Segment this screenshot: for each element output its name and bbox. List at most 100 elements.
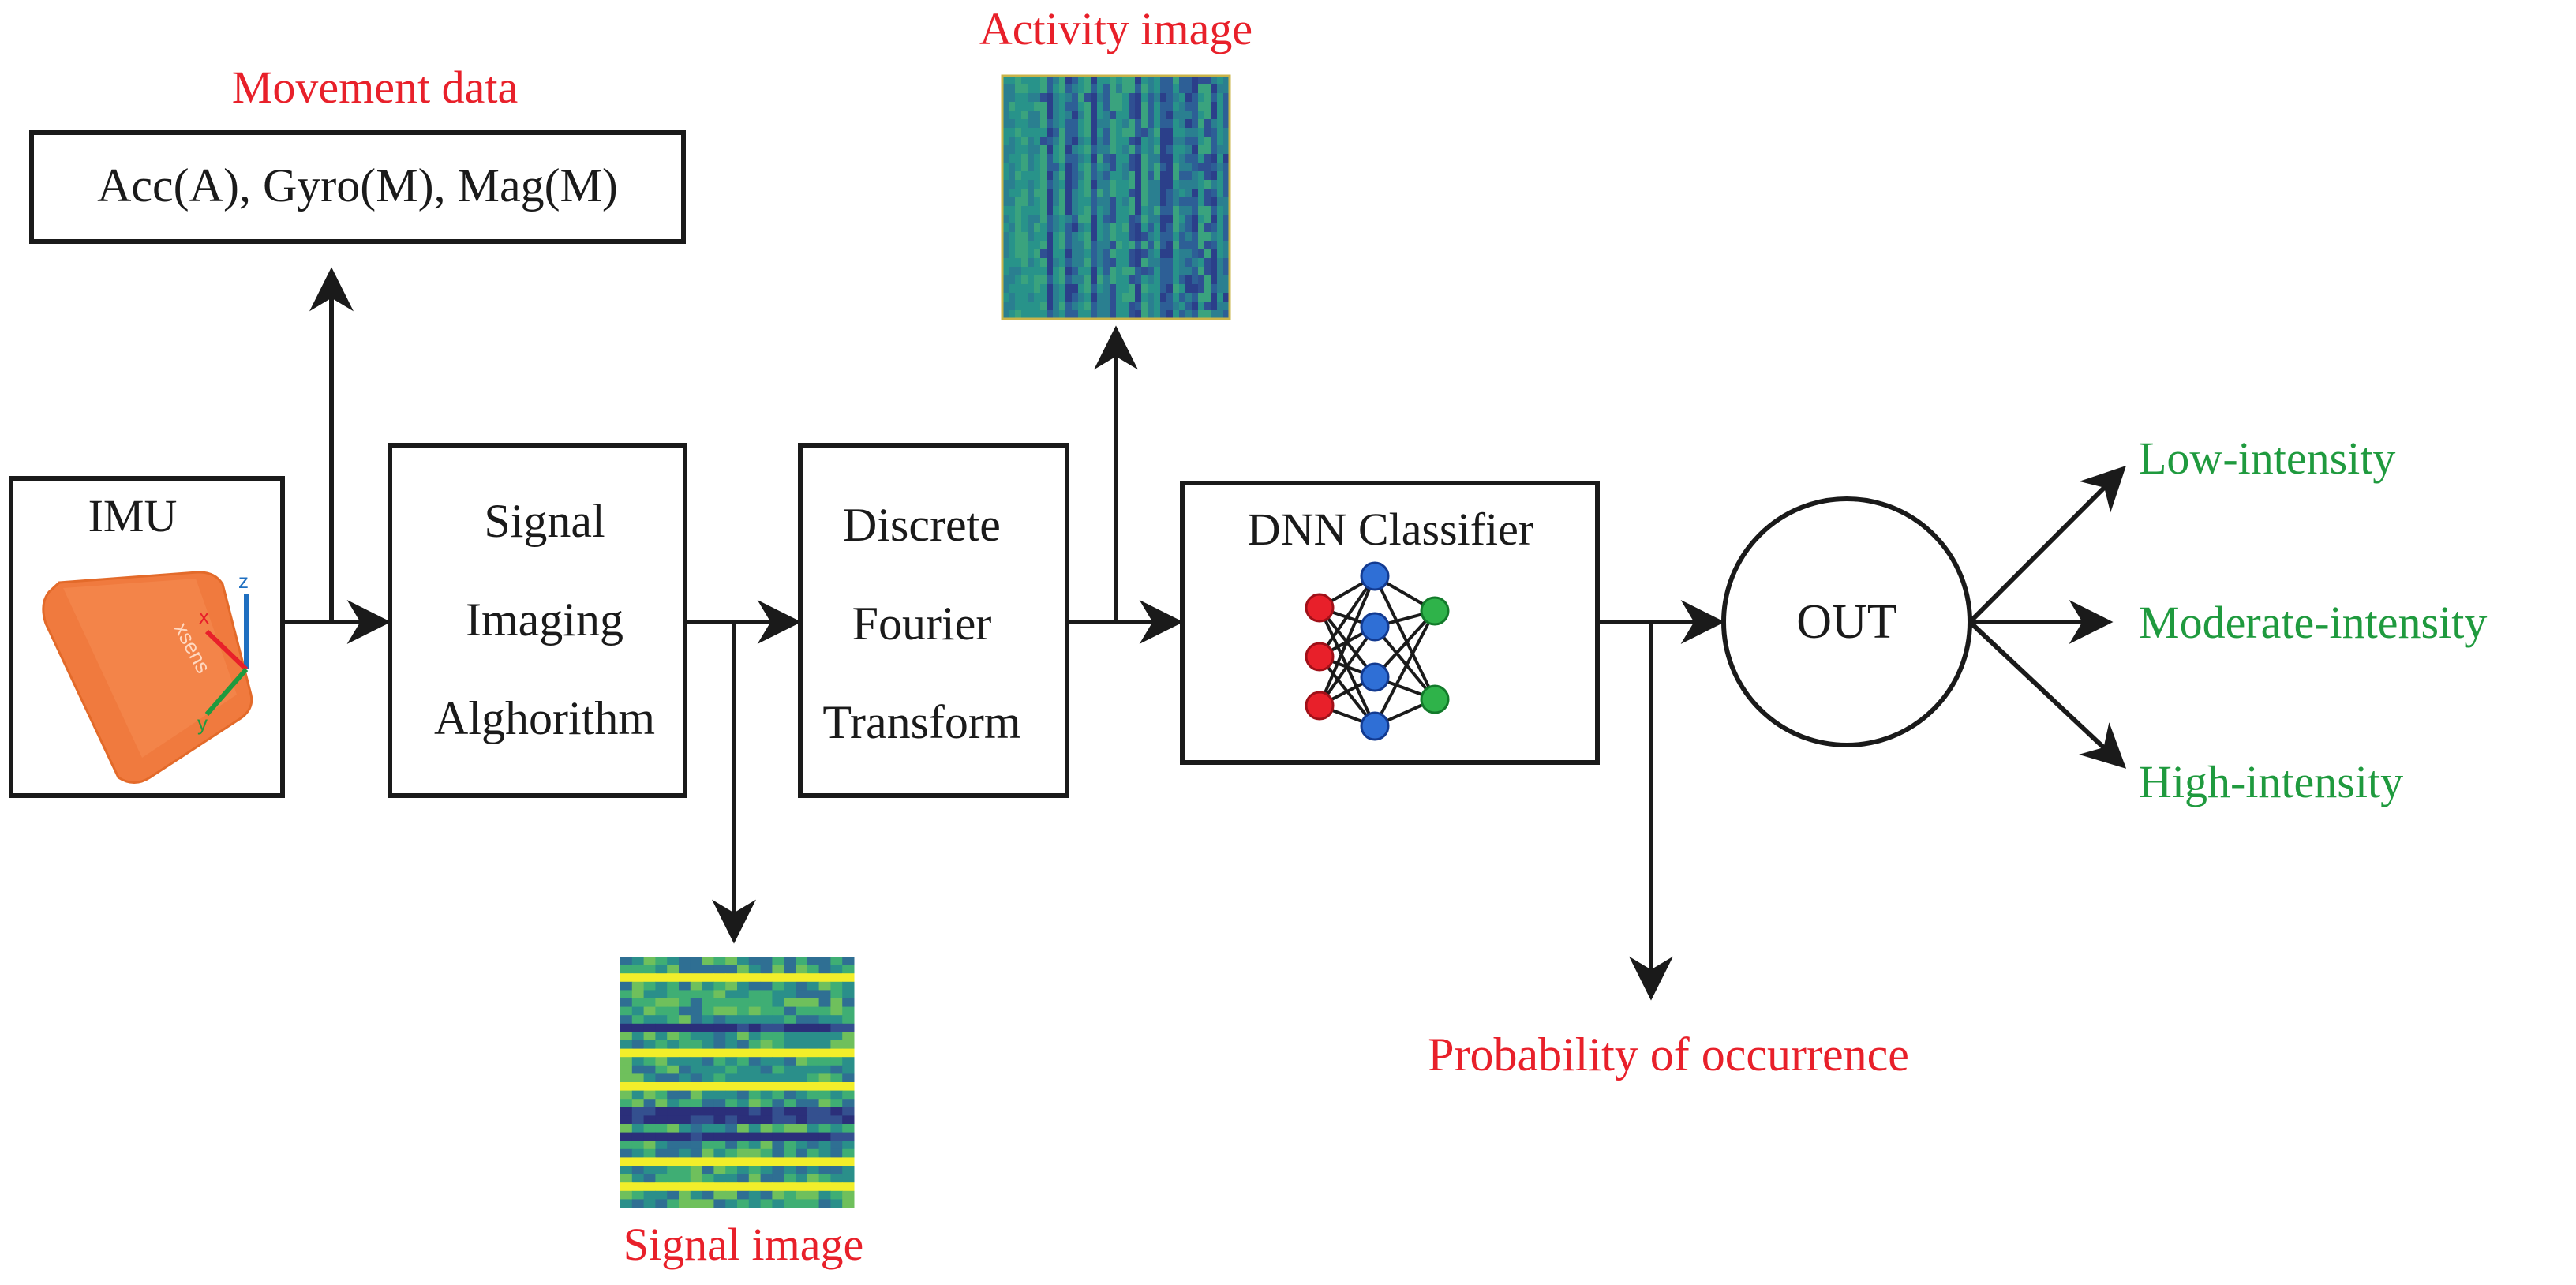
signal-image-cell [620,1174,633,1183]
activity-image-cell [1166,232,1174,242]
signal-image-cell [690,1124,703,1133]
activity-image-cell [1211,284,1218,294]
activity-image-cell [1072,197,1079,207]
activity-image-cell [1078,93,1085,103]
activity-image-cell [1179,275,1186,285]
activity-image-cell [1046,102,1054,111]
signal-image-cell [830,1107,843,1116]
signal-image-cell [702,957,714,966]
signal-image-cell [772,1107,784,1116]
activity-image-cell [1034,206,1041,215]
signal-image-cell [643,1115,656,1125]
signal-image-cell [796,1132,808,1141]
activity-image-cell [1040,189,1047,198]
signal-image-cell [748,1148,762,1158]
signal-image-cell [760,1040,773,1050]
activity-image-cell [1021,275,1028,285]
activity-image-cell [1179,171,1186,181]
activity-image-cell [1046,258,1054,268]
signal-image-cell [620,1015,633,1025]
signal-image-cell [772,1199,784,1208]
activity-image-cell [1154,119,1161,129]
activity-image-cell [1198,180,1205,189]
activity-image-cell [1009,119,1016,129]
activity-image-cell [1217,163,1224,172]
activity-image-cell [1185,171,1193,181]
signal-image-cell [713,990,726,999]
activity-image-cell [1078,137,1085,146]
signal-image-cell [796,1148,808,1158]
signal-image-cell [631,1082,645,1092]
signal-image-cell [713,1032,726,1041]
activity-image-cell [1122,84,1129,94]
activity-image-cell [1223,180,1230,189]
activity-image-cell [1084,232,1091,242]
signal-image-cell [784,1082,796,1092]
arrow-out-to-high [1968,620,2127,769]
activity-image-cell [1122,223,1129,233]
signal-image-cell [796,1174,808,1183]
activity-image-cell [1046,145,1054,155]
signal-image-cell [842,1107,855,1116]
activity-image-cell [1028,215,1035,224]
activity-image-cell [1021,223,1028,233]
activity-image-cell [1097,119,1104,129]
signal-image-cell [807,1048,820,1058]
activity-image-cell [1065,189,1073,198]
signal-image-cell [679,1006,691,1016]
nn-node-icon [1360,711,1390,741]
signal-image-cell [679,1190,691,1200]
activity-image-cell [1009,284,1016,294]
signal-image-cell [667,1115,680,1125]
activity-image-cell [1072,232,1079,242]
activity-image-cell [1053,223,1060,233]
activity-image-cell [1065,258,1073,268]
activity-image-cell [1065,223,1073,233]
activity-image-cell [1166,145,1174,155]
activity-image-cell [1192,145,1199,155]
activity-image-cell [1091,145,1098,155]
activity-image-cell [1122,102,1129,111]
activity-image-cell [1097,249,1104,259]
activity-image-cell [1065,128,1073,137]
activity-image-cell [1217,293,1224,302]
activity-image-cell [1198,206,1205,215]
signal-image-cell [713,1040,726,1050]
signal-image-cell [620,1182,633,1192]
nn-connection [1318,575,1376,658]
activity-image-cell [1217,180,1224,189]
activity-image-cell [1192,180,1199,189]
signal-image-cell [702,1082,714,1092]
signal-image-cell [690,1065,703,1074]
activity-image-cell [1021,310,1028,320]
activity-image-cell [1192,84,1199,94]
activity-image-cell [1173,154,1180,163]
activity-image-cell [1173,241,1180,250]
activity-image-cell [1046,293,1054,302]
signal-image-cell [796,1073,808,1083]
signal-image-cell [737,1023,750,1032]
signal-image-cell [643,1090,656,1100]
signal-image-cell [842,1199,855,1208]
activity-image-cell [1160,154,1167,163]
activity-image-cell [1129,284,1136,294]
activity-image-cell [1198,258,1205,268]
signal-image-cell [713,1124,726,1133]
nn-connection [1373,610,1436,727]
activity-image-cell [1002,267,1009,276]
activity-image-cell [1046,84,1054,94]
activity-image-cell [1185,189,1193,198]
signal-image-cell [713,1099,726,1108]
imu-axis-y-icon [204,668,249,716]
activity-image-cell [1129,232,1136,242]
signal-image-cell [690,1006,703,1016]
activity-image-cell [1122,137,1129,146]
activity-image-cell [1078,197,1085,207]
activity-image-cell [1015,267,1022,276]
activity-image-cell [1034,215,1041,224]
signal-image-cell [631,1157,645,1167]
activity-image-cell [1154,154,1161,163]
activity-image-cell [1179,258,1186,268]
signal-image-cell [737,1124,750,1133]
activity-image-cell [1211,267,1218,276]
